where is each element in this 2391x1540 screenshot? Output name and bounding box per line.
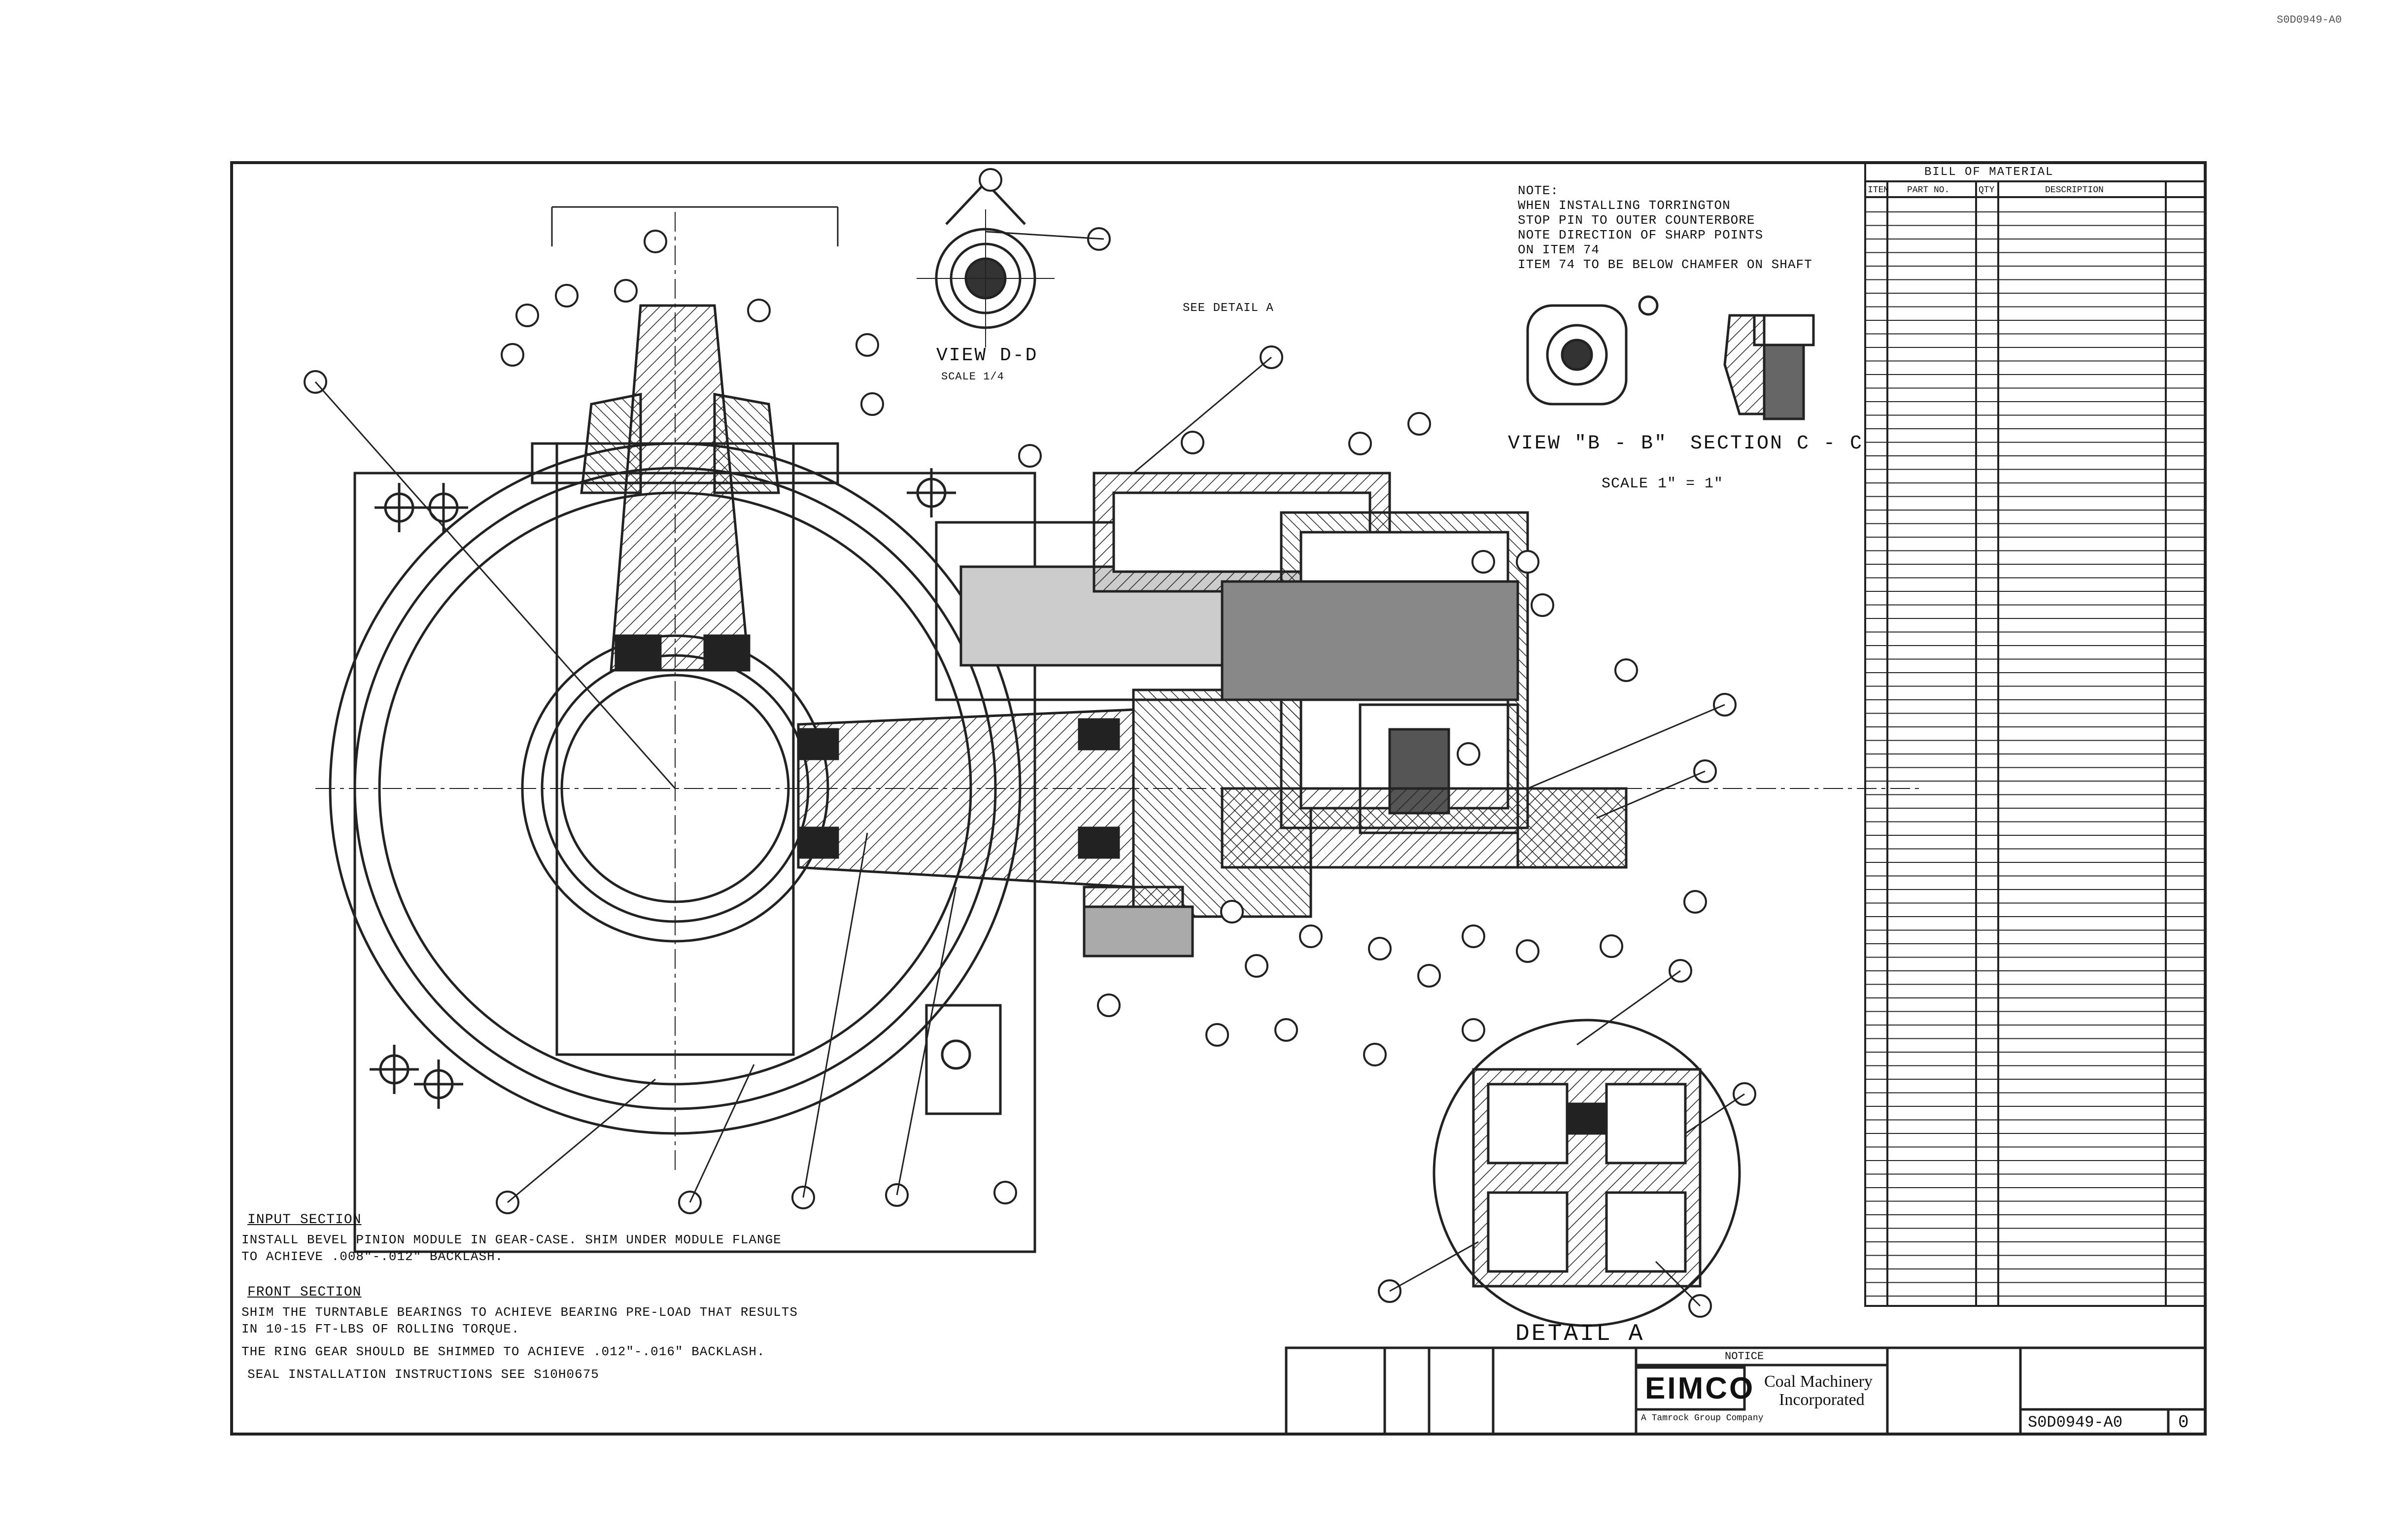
note-line: WHEN INSTALLING TORRINGTON [1518, 198, 1731, 213]
bom-header-qty: QTY [1979, 185, 1995, 195]
view-d-d-scale: SCALE 1/4 [941, 371, 1004, 383]
bom-table [1864, 162, 2206, 1307]
note-line: ITEM 74 TO BE BELOW CHAMFER ON SHAFT [1518, 257, 1812, 272]
bom-header-item: ITEM [1868, 185, 1889, 195]
see-detail-label: SEE DETAIL A [1183, 302, 1274, 315]
title-block-dwg-no: S0D0949-A0 [2028, 1413, 2123, 1432]
title-block-frame [1285, 1346, 2207, 1436]
detail-a-title: DETAIL A [1515, 1321, 1645, 1347]
input-pinion [531, 304, 839, 672]
right-housing [1083, 472, 1628, 958]
front-section-title: FRONT SECTION [247, 1285, 362, 1300]
view-d-d-drawing [917, 180, 1055, 347]
note-top: NOTE: WHEN INSTALLING TORRINGTON STOP PI… [1518, 183, 1812, 272]
section-c-c-title: SECTION C - C [1690, 433, 1864, 455]
front-line-2: IN 10-15 FT-LBS OF ROLLING TORQUE. [241, 1322, 520, 1336]
bom-title: BILL OF MATERIAL [1924, 166, 2054, 179]
company-sub: A Tamrock Group Company [1641, 1413, 1764, 1423]
section-c-c-drawing [1723, 314, 1815, 420]
bom-header-part: PART NO. [1907, 185, 1950, 195]
company-line-2: Incorporated [1779, 1391, 1865, 1409]
notice-label: NOTICE [1725, 1350, 1764, 1363]
eimco-logo: EIMCO [1645, 1371, 1755, 1405]
callout-balloons [304, 168, 1756, 1318]
title-block-rev: 0 [2178, 1412, 2189, 1433]
view-b-b-drawing [1526, 295, 1659, 406]
note-line: NOTE: [1518, 183, 1559, 198]
note-line: ON ITEM 74 [1518, 242, 1600, 257]
input-line-2: TO ACHIEVE .008"-.012" BACKLASH. [241, 1249, 504, 1264]
front-line-1: SHIM THE TURNTABLE BEARINGS TO ACHIEVE B… [241, 1305, 798, 1320]
note-line: NOTE DIRECTION OF SHARP POINTS [1518, 228, 1764, 242]
scale-b-b: SCALE 1" = 1" [1602, 476, 1724, 492]
view-d-d-title: VIEW D-D [936, 345, 1038, 366]
drawing-number-top: S0D0949-A0 [2277, 14, 2342, 26]
assembly-instructions: INPUT SECTION INSTALL BEVEL PINION MODUL… [241, 1202, 798, 1382]
input-section-title: INPUT SECTION [247, 1212, 362, 1228]
bom-header-description: DESCRIPTION [2045, 185, 2104, 195]
input-line-1: INSTALL BEVEL PINION MODULE IN GEAR-CASE… [241, 1232, 782, 1247]
seal-line: SEAL INSTALLATION INSTRUCTIONS SEE S10H0… [247, 1367, 599, 1382]
view-b-b-title: VIEW "B - B" [1508, 433, 1668, 455]
leader-lines [314, 206, 1745, 1307]
bom-rows [1865, 211, 2205, 1297]
note-line: STOP PIN TO OUTER COUNTERBORE [1518, 213, 1755, 228]
detail-a-drawing [1433, 1019, 1741, 1327]
front-line-3: THE RING GEAR SHOULD BE SHIMMED TO ACHIE… [241, 1344, 765, 1359]
company-line-1: Coal Machinery [1764, 1372, 1873, 1391]
